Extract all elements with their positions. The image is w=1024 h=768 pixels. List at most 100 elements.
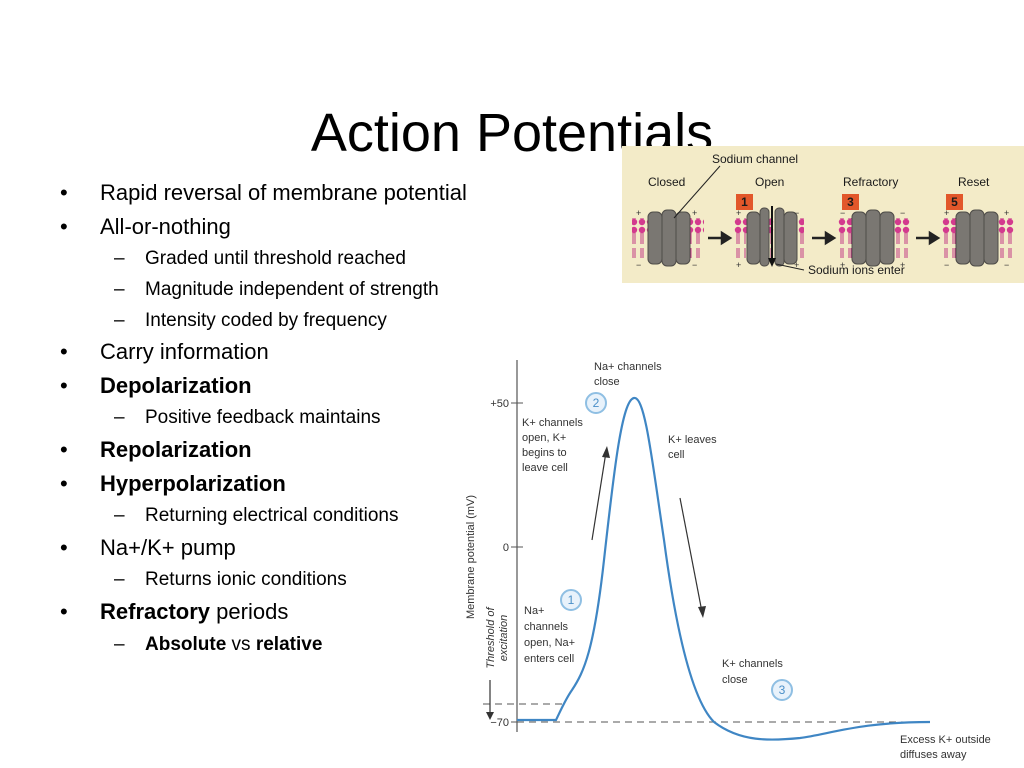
k-open-annotation-line-4: leave cell [522,462,568,474]
threshold-arrowhead [486,712,494,720]
bullet-text: Repolarization [100,437,252,463]
na-close-annotation-line-1: Na+ channels [594,361,662,373]
tick-label-plus50: +50 [490,398,509,410]
bullet-text: Hyperpolarization [100,470,286,496]
step-2-number: 2 [593,396,600,410]
threshold-label-line-1: Threshold of [485,606,497,668]
action-potential-trace [517,396,931,741]
charge-signs: ++−− +−++ −−++ ++−− [636,208,1009,270]
svg-text:−: − [900,208,905,218]
step-2-circle [585,392,607,414]
sub-bullet-text: Intensity coded by frequency [145,309,387,331]
step-1-badge [736,194,753,210]
action-potential-graph: 2 1 3 +50 0 −70 Membrane potential (mV) … [465,360,991,761]
bullet-carry-information: •Carry information [60,339,480,365]
step-5-number: 5 [951,195,958,209]
step-3-number: 3 [779,683,786,697]
bullet-text-bold: Refractory [100,599,211,625]
svg-text:+: + [736,260,741,270]
channel-closed-icon [647,209,691,267]
excess-k-annotation-line-2: diffuses away [900,749,967,761]
bullet-text: Na+/K+ pump [100,534,236,560]
tick-label-minus70: −70 [490,717,509,729]
svg-text:−: − [1004,260,1009,270]
bullet-dot-icon: • [60,470,68,496]
sub-bullet-returns-ionic: –Returns ionic conditions [60,568,480,592]
bullet-repolarization: • Repolarization [60,437,480,463]
dash-icon: – [114,278,125,300]
sodium-ions-arrowhead [768,258,776,267]
sub-bullet-text-bold: relative [255,633,323,655]
sub-bullet-text: vs [226,633,256,655]
sub-bullet-returning-electrical: –Returning electrical conditions [60,504,480,528]
sub-bullet-absolute-relative: –Absolute vs relative [60,633,480,657]
na-open-annotation-line-3: open, Na+ [524,637,575,649]
tick-label-zero: 0 [503,542,509,554]
svg-text:+: + [944,208,949,218]
svg-text:−: − [840,208,845,218]
svg-text:+: + [1004,208,1009,218]
bullet-text: Rapid reversal of membrane potential [100,180,467,205]
bullet-dot-icon: • [60,437,68,463]
bullet-depolarization: •Depolarization [60,373,480,399]
svg-text:−: − [692,260,697,270]
rising-arrow [591,451,607,541]
sub-bullet-magnitude: –Magnitude independent of strength [60,278,480,302]
k-close-annotation-line-2: close [722,674,748,686]
bullet-text: periods [210,599,289,625]
bullet-refractory-periods: •Refractory periods [60,599,480,625]
channel-open-icon [746,207,798,267]
open-label: Open [755,175,784,189]
bullet-list: • Rapid reversal of membrane potential •A… [60,180,480,664]
svg-text:+: + [636,208,641,218]
bullet-hyperpolarization: • Hyperpolarization [60,471,480,497]
k-close-annotation-line-1: K+ channels [722,658,783,670]
falling-arrowhead [698,606,706,618]
refractory-label: Refractory [843,175,898,189]
bullet-all-or-nothing: •All-or-nothing [60,214,480,240]
sub-bullet-intensity: –Intensity coded by frequency [60,309,480,333]
k-leaves-annotation-line-1: K+ leaves [668,434,717,446]
dash-icon: – [114,309,125,331]
sodium-ions-enter-label: Sodium ions enter [808,263,905,277]
na-close-annotation-line-2: close [594,376,620,388]
dash-icon: – [114,633,125,655]
sub-bullet-text: Returns ionic conditions [145,569,347,591]
bullet-pump: • Na+/K+ pump [60,535,480,561]
reset-label: Reset [958,175,990,189]
dash-icon: – [114,505,125,527]
channel-reset-icon [955,209,999,267]
sodium-channel-figure: ++−− +−++ −−++ ++−− Sodium channel Close… [622,146,1024,283]
step-3-circle [771,679,793,701]
svg-text:−: − [636,260,641,270]
sub-bullet-graded: –Graded until threshold reached [60,247,480,271]
channel-refractory-icon [851,209,895,267]
na-open-annotation-line-2: channels [524,621,569,633]
bullet-dot-icon: • [60,339,68,365]
svg-text:+: + [692,208,697,218]
sub-bullet-text: Returning electrical conditions [145,505,399,527]
step-5-badge [946,194,963,210]
svg-text:+: + [736,208,741,218]
sub-bullet-text: Positive feedback maintains [145,407,381,429]
bullet-dot-icon: • [60,534,68,560]
closed-label: Closed [648,175,685,189]
bullet-dot-icon: • [60,213,68,239]
sub-bullet-text: Magnitude independent of strength [145,278,439,300]
sodium-ions-pointer [775,263,805,271]
bullet-dot-icon: • [60,372,68,398]
bullet-dot-icon: • [60,180,68,205]
step-1-circle [560,589,582,611]
step-3-badge [842,194,859,210]
svg-text:+: + [794,260,799,270]
svg-text:+: + [900,260,905,270]
svg-text:−: − [794,208,799,218]
threshold-label-line-2: excitation [498,615,510,661]
na-open-annotation-line-1: Na+ [524,605,545,617]
k-open-annotation-line-3: begins to [522,447,567,459]
dash-icon: – [114,407,125,429]
sodium-channel-label: Sodium channel [712,152,798,166]
falling-arrow [679,497,703,613]
step-3-number: 3 [847,195,854,209]
step-1-number: 1 [741,195,748,209]
